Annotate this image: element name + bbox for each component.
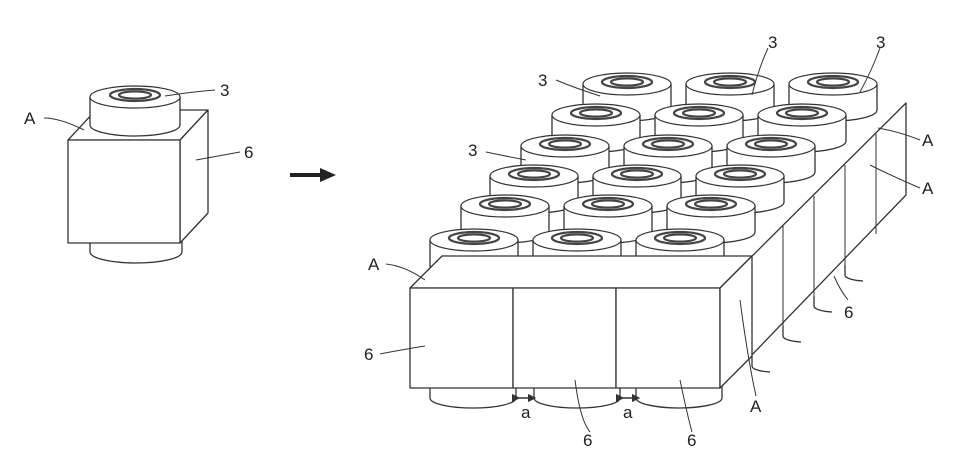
label-right-a1: A	[922, 131, 934, 150]
label-single-cube: 6	[244, 143, 253, 162]
label-side-6: 6	[844, 303, 853, 322]
label-front-a: A	[368, 255, 380, 274]
label-bottom-6-1: 6	[583, 431, 592, 450]
label-bottom-a: A	[750, 397, 762, 416]
label-gap-a1: a	[521, 403, 531, 422]
label-mid-left-3: 3	[468, 141, 477, 160]
label-single-a: A	[24, 109, 36, 128]
label-front-cube-6: 6	[364, 345, 373, 364]
front-cubes	[410, 256, 752, 388]
label-single-cylinder: 3	[220, 81, 229, 100]
label-top-right-3: 3	[876, 33, 885, 52]
label-bottom-6-2: 6	[687, 431, 696, 450]
single-unit	[68, 86, 208, 263]
label-top-mid-3: 3	[768, 33, 777, 52]
label-right-a2: A	[922, 179, 934, 198]
right-arrow-icon	[290, 168, 336, 182]
label-top-left-3: 3	[538, 71, 547, 90]
label-gap-a2: a	[623, 403, 633, 422]
